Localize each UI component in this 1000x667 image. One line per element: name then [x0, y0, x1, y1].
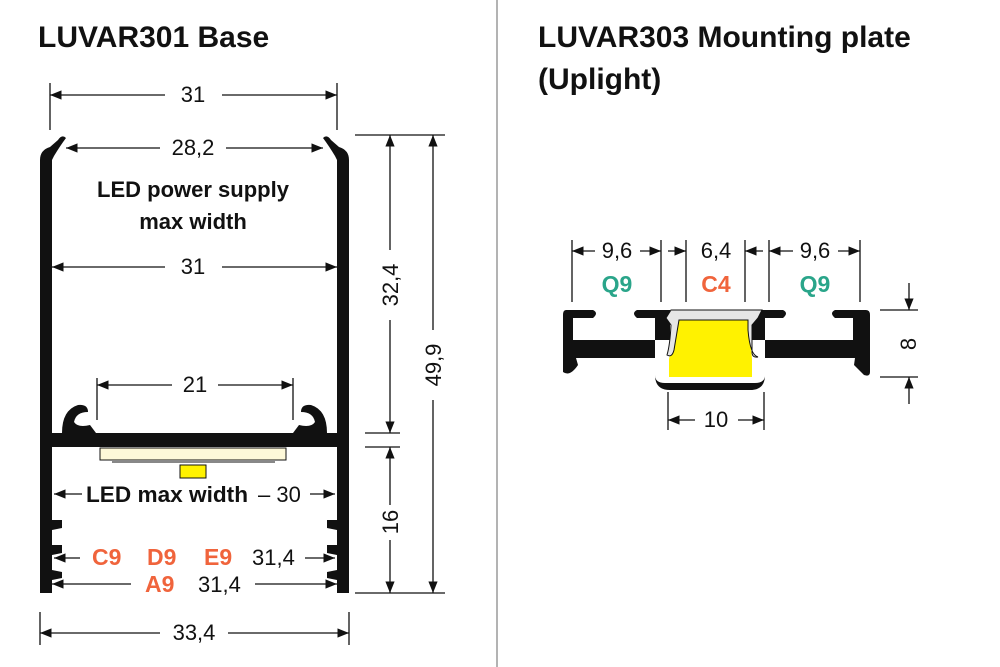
dim-slot-a: 31,4 [198, 572, 241, 597]
dim-right: 9,6 [800, 238, 831, 263]
dim-top-width: 31 [181, 82, 205, 107]
dim-channel: 10 [704, 407, 728, 432]
dim-height: 8 [896, 338, 921, 350]
right-title-2: (Uplight) [538, 63, 661, 96]
led-strip [99, 447, 287, 461]
left-dimensions: 31 28,2 LED power supply max width 31 21… [39, 82, 446, 645]
dim-lower-height: 16 [378, 510, 403, 534]
psu-label-1: LED power supply [97, 177, 290, 202]
psu-label-2: max width [139, 209, 247, 234]
left-title: LUVAR301 Base [38, 21, 269, 54]
dim-slot-width: 21 [183, 372, 207, 397]
code-c9: C9 [92, 544, 121, 570]
dim-psu-width: 31 [181, 254, 205, 279]
code-d9: D9 [147, 544, 176, 570]
luvar303-profile [563, 309, 870, 390]
right-title-1: LUVAR303 Mounting plate [538, 21, 911, 54]
code-a9: A9 [145, 571, 174, 597]
right-dimensions: 9,6 6,4 9,6 Q9 C4 Q9 10 8 [571, 238, 921, 432]
dim-led-max: – 30 [258, 482, 301, 507]
luvar301-profile [40, 136, 349, 593]
dim-inner-top: 28,2 [172, 135, 215, 160]
dim-slot-cde: 31,4 [252, 545, 295, 570]
led-chip [179, 464, 207, 479]
code-q9-left: Q9 [602, 271, 633, 297]
dim-center: 6,4 [701, 238, 732, 263]
dim-total-width: 33,4 [173, 620, 216, 645]
code-e9: E9 [204, 544, 232, 570]
led-max-label: LED max width [86, 482, 248, 507]
dim-left: 9,6 [602, 238, 633, 263]
code-q9-right: Q9 [800, 271, 831, 297]
dim-upper-height: 32,4 [378, 264, 403, 307]
dim-total-height: 49,9 [421, 344, 446, 387]
code-c4: C4 [701, 271, 731, 297]
